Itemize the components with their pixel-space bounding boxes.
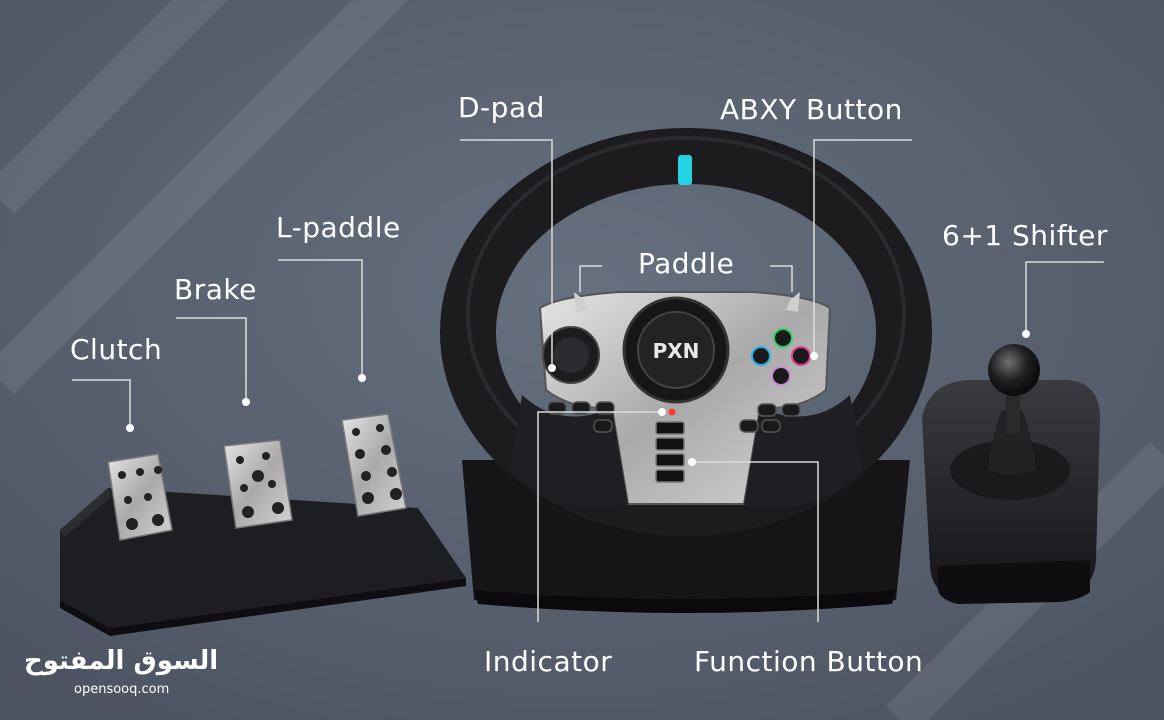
steering-wheel: PXN [440, 128, 932, 613]
pedal-set [60, 413, 466, 636]
function-buttons [655, 421, 685, 483]
logo-pxn: PXN [653, 339, 700, 363]
clutch-pedal [107, 453, 173, 541]
label-indicator: Indicator [484, 645, 613, 678]
watermark-arabic: السوق المفتوح [24, 646, 219, 676]
label-shifter: 6+1 Shifter [942, 219, 1108, 252]
label-function-button: Function Button [694, 645, 924, 678]
label-brake: Brake [174, 273, 257, 306]
label-dpad: D-pad [458, 91, 545, 124]
center-marker [678, 155, 692, 185]
label-clutch: Clutch [70, 333, 163, 366]
abxy-buttons [751, 328, 811, 386]
left-paddle [574, 292, 588, 312]
label-paddle: Paddle [638, 247, 735, 280]
gear-shifter [922, 344, 1100, 604]
label-abxy-button: ABXY Button [720, 93, 903, 126]
brake-pedal [223, 439, 293, 529]
indicator-led [668, 408, 676, 416]
watermark-domain: opensooq.com [74, 682, 170, 697]
accelerator-pedal [341, 413, 407, 517]
right-paddle [786, 292, 800, 312]
label-l-paddle: L-paddle [276, 211, 401, 244]
callout-lines [72, 139, 1104, 622]
shifter-knob [988, 344, 1040, 396]
